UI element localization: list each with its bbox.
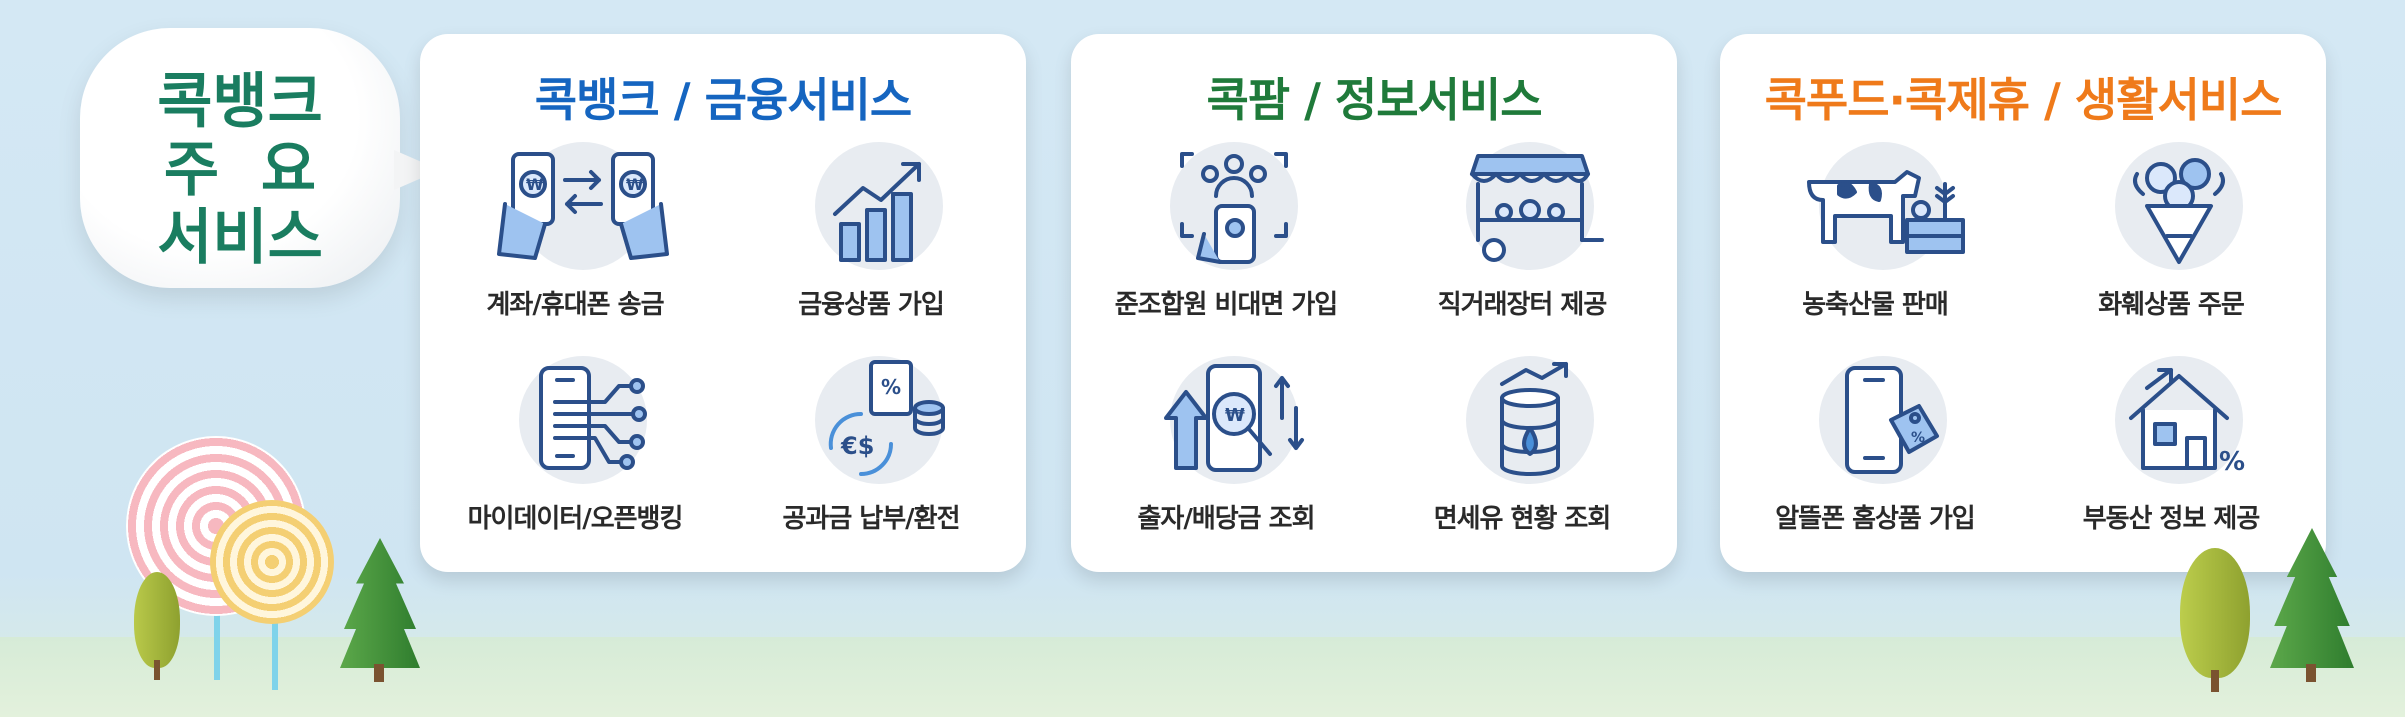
member-scan-icon [1180,152,1288,264]
service-label: 부동산 정보 제공 [2082,504,2261,534]
svg-text:₩: ₩ [526,175,544,194]
svg-text:%: % [2219,447,2245,477]
svg-text:%: % [881,375,901,399]
service-label: 마이데이터/오픈뱅킹 [467,504,684,534]
service-label: 출자/배당금 조회 [1137,504,1316,534]
phone-tag-icon: % [1845,366,1939,474]
svg-text:₩: ₩ [626,175,644,194]
service-label: 계좌/휴대폰 송금 [486,290,665,320]
speech-bubble: 콕뱅크 주 요 서비스 [80,28,440,288]
currency-exchange-icon: % €$ [828,360,945,476]
bubble-line-2: 주 요 [163,135,317,205]
service-item-dividend[interactable]: ₩ 출자/배당금 조회 [1091,356,1361,556]
service-item-agri-sales[interactable]: 농축산물 판매 [1740,142,2010,342]
service-item-bill-exchange[interactable]: % €$ 공과금 납부/환전 [736,356,1006,556]
service-item-mvno[interactable]: % 알뜰폰 홈상품 가입 [1740,356,2010,556]
tree-icon [2180,548,2250,678]
service-item-member-join[interactable]: 준조합원 비대면 가입 [1091,142,1361,342]
service-item-tax-free-oil[interactable]: 면세유 현황 조회 [1387,356,1657,556]
bubble-line-1: 콕뱅크 [157,67,323,137]
svg-text:₩: ₩ [1225,405,1245,426]
svg-text:%: % [1911,430,1925,446]
dividend-search-icon: ₩ [1164,364,1304,472]
service-item-transfer[interactable]: ₩ ₩ 계좌/휴대폰 송금 [440,142,710,342]
panel-bank: 콕뱅크 / 금융서비스 ₩ ₩ 계좌/휴대폰 송금 금융상품 가입 [420,34,1026,572]
service-item-mydata[interactable]: 마이데이터/오픈뱅킹 [440,356,710,556]
panel-title-bank: 콕뱅크 / 금융서비스 [534,73,912,127]
service-label: 준조합원 비대면 가입 [1114,290,1338,320]
service-label: 금융상품 가입 [798,290,945,320]
bubble-line-3: 서비스 [157,203,323,273]
service-label: 공과금 납부/환전 [782,504,961,534]
phone-transfer-icon: ₩ ₩ [497,152,669,260]
lollipop-yellow-icon [210,500,334,624]
service-label: 알뜰폰 홈상품 가입 [1775,504,1975,534]
tree-icon [134,572,180,668]
pine-tree-icon [340,538,420,668]
service-label: 면세유 현황 조회 [1433,504,1612,534]
service-label: 화훼상품 주문 [2098,290,2245,320]
panel-farm: 콕팜 / 정보서비스 준조합원 비대면 가입 직거래장터 제공 [1071,34,1677,572]
lollipop-stick [214,580,220,680]
oil-barrel-icon [1500,362,1568,476]
growth-chart-icon [833,162,921,262]
bubble-title: 콕뱅크 주 요 서비스 [80,68,400,272]
panel-title-life: 콕푸드·콕제휴 / 생활서비스 [1764,73,2283,127]
panel-life: 콕푸드·콕제휴 / 생활서비스 농축산물 판매 화훼상품 주문 [1720,34,2326,572]
market-stall-icon [1470,154,1604,262]
service-item-flower-order[interactable]: 화훼상품 주문 [2036,142,2306,342]
lollipop-stick [272,600,278,690]
svg-text:€$: €$ [840,432,874,460]
service-label: 농축산물 판매 [1802,290,1949,320]
panel-title-farm: 콕팜 / 정보서비스 [1206,73,1542,127]
service-item-financial-product[interactable]: 금융상품 가입 [736,142,1006,342]
house-percent-icon: % [2129,368,2245,477]
cow-produce-icon [1807,170,1965,254]
flower-bouquet-icon [2133,158,2225,264]
service-item-real-estate[interactable]: % 부동산 정보 제공 [2036,356,2306,556]
service-label: 직거래장터 제공 [1437,290,1608,320]
service-item-direct-market[interactable]: 직거래장터 제공 [1387,142,1657,342]
mydata-phone-icon [539,366,647,470]
